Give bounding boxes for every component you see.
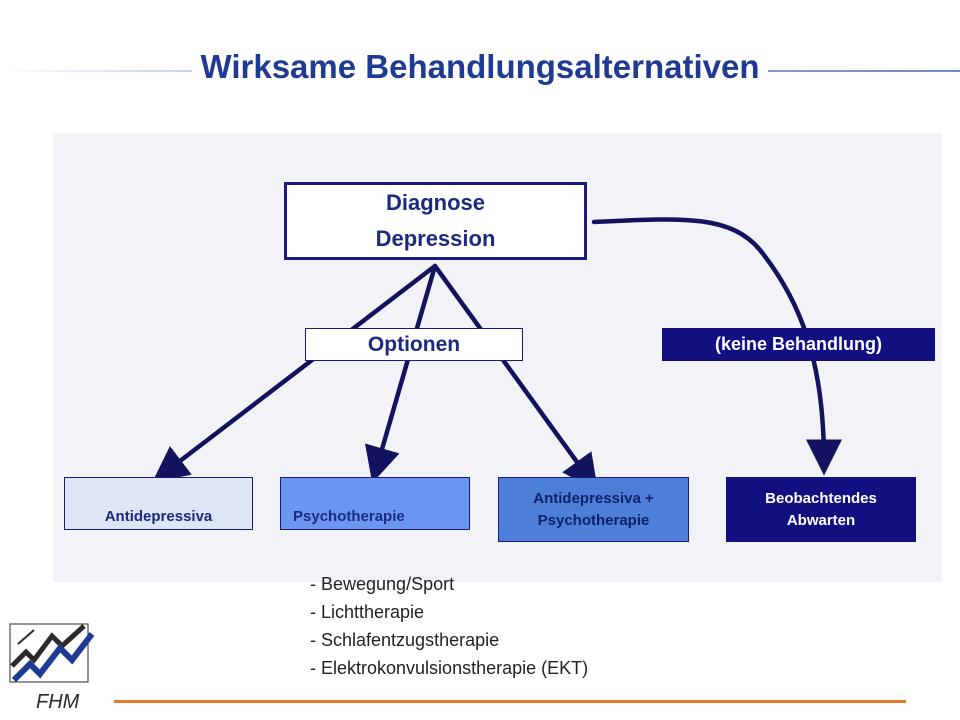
no-treatment-label: (keine Behandlung): [714, 334, 882, 354]
combination-box: Antidepressiva + Psychotherapie: [498, 477, 689, 542]
options-label: Optionen: [367, 332, 461, 356]
bottom-rule: [114, 700, 906, 703]
watchful-waiting-box: Beobachtendes Abwarten: [726, 477, 916, 542]
fhm-logo: FHM: [9, 623, 95, 713]
page-title: Wirksame Behandlungsalternativen: [0, 48, 960, 86]
diagnose-box: Diagnose Depression: [284, 182, 587, 260]
arrow-to-kombination: [432, 263, 598, 491]
combination-line2: Psychotherapie: [537, 511, 650, 529]
options-box: Optionen: [305, 328, 523, 361]
antidepressiva-label: Antidepressiva: [104, 508, 213, 525]
logo-text: FHM: [36, 691, 80, 713]
no-treatment-box: (keine Behandlung): [662, 328, 935, 361]
antidepressiva-box: Antidepressiva: [64, 477, 253, 530]
list-item: Elektrokonvulsionstherapie (EKT): [310, 654, 588, 682]
psychotherapie-box: Psychotherapie: [280, 477, 470, 530]
diagnose-line2: Depression: [375, 226, 496, 251]
list-item: Bewegung/Sport: [310, 570, 588, 598]
arrow-to-abwarten: [591, 217, 842, 476]
arrow-to-psychotherapie: [364, 263, 438, 483]
psychotherapie-label: Psychotherapie: [293, 508, 405, 525]
combination-line1: Antidepressiva +: [533, 489, 654, 507]
arrow-to-antidepressiva: [152, 263, 438, 483]
diagnose-line1: Diagnose: [385, 190, 486, 215]
watchful-waiting-line2: Abwarten: [786, 511, 856, 529]
list-item: Lichttherapie: [310, 598, 588, 626]
list-item: Schlafentzugstherapie: [310, 626, 588, 654]
additional-options-list: Bewegung/Sport Lichttherapie Schlafentzu…: [310, 570, 588, 682]
watchful-waiting-line1: Beobachtendes: [765, 489, 877, 507]
